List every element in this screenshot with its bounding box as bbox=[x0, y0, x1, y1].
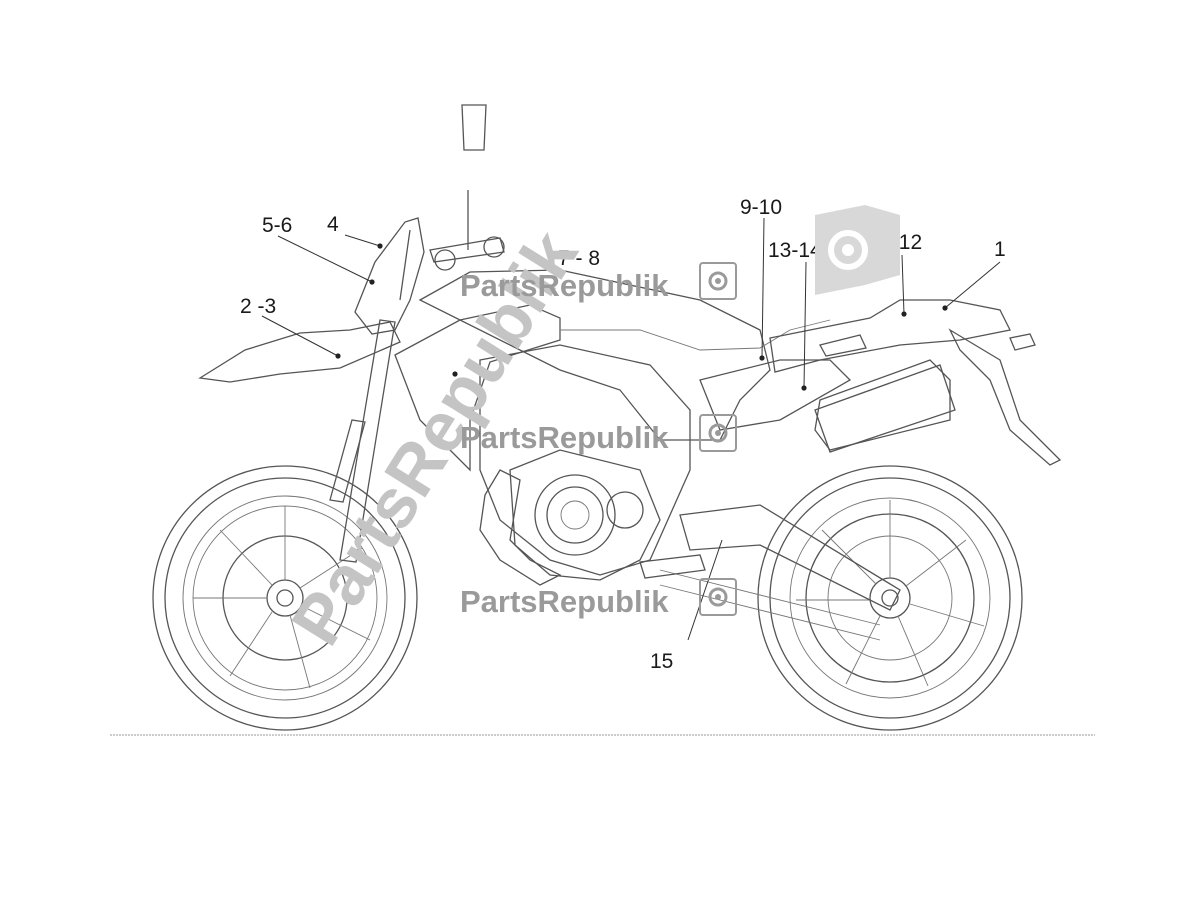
gear-flag-icon bbox=[699, 578, 737, 616]
watermark-row-2: PartsRepublik bbox=[460, 414, 737, 455]
watermark-brand: PartsRepublik bbox=[460, 420, 669, 455]
callout-13-14: 13-14 bbox=[768, 239, 822, 262]
callout-1: 1 bbox=[994, 238, 1006, 261]
gear-flag-icon bbox=[699, 262, 737, 300]
callout-7-8: 7 - 8 bbox=[558, 247, 600, 270]
watermark-row-3: PartsRepublik bbox=[460, 578, 737, 619]
watermark-brand: PartsRepublik bbox=[460, 268, 669, 303]
leader-lines bbox=[261, 217, 1001, 641]
front-fork bbox=[329, 104, 505, 563]
rear-wheel bbox=[757, 465, 1023, 731]
callout-2-3: 2 -3 bbox=[240, 295, 276, 318]
front-fender bbox=[198, 321, 401, 383]
front-wheel bbox=[152, 465, 418, 731]
engine bbox=[479, 449, 661, 586]
callout-15: 15 bbox=[650, 650, 673, 673]
headlight-fairing bbox=[354, 217, 425, 335]
callout-4: 4 bbox=[327, 213, 339, 236]
gear-flag-icon bbox=[815, 205, 900, 295]
frame-body bbox=[394, 269, 1062, 576]
callout-9-10: 9-10 bbox=[740, 196, 782, 219]
exhaust bbox=[814, 364, 956, 453]
watermark-row-1: PartsRepublik bbox=[460, 262, 737, 303]
gear-flag-icon bbox=[699, 414, 737, 452]
callout-5-6: 5-6 bbox=[262, 214, 292, 237]
watermark-brand: PartsRepublik bbox=[460, 584, 669, 619]
swingarm bbox=[639, 504, 901, 641]
